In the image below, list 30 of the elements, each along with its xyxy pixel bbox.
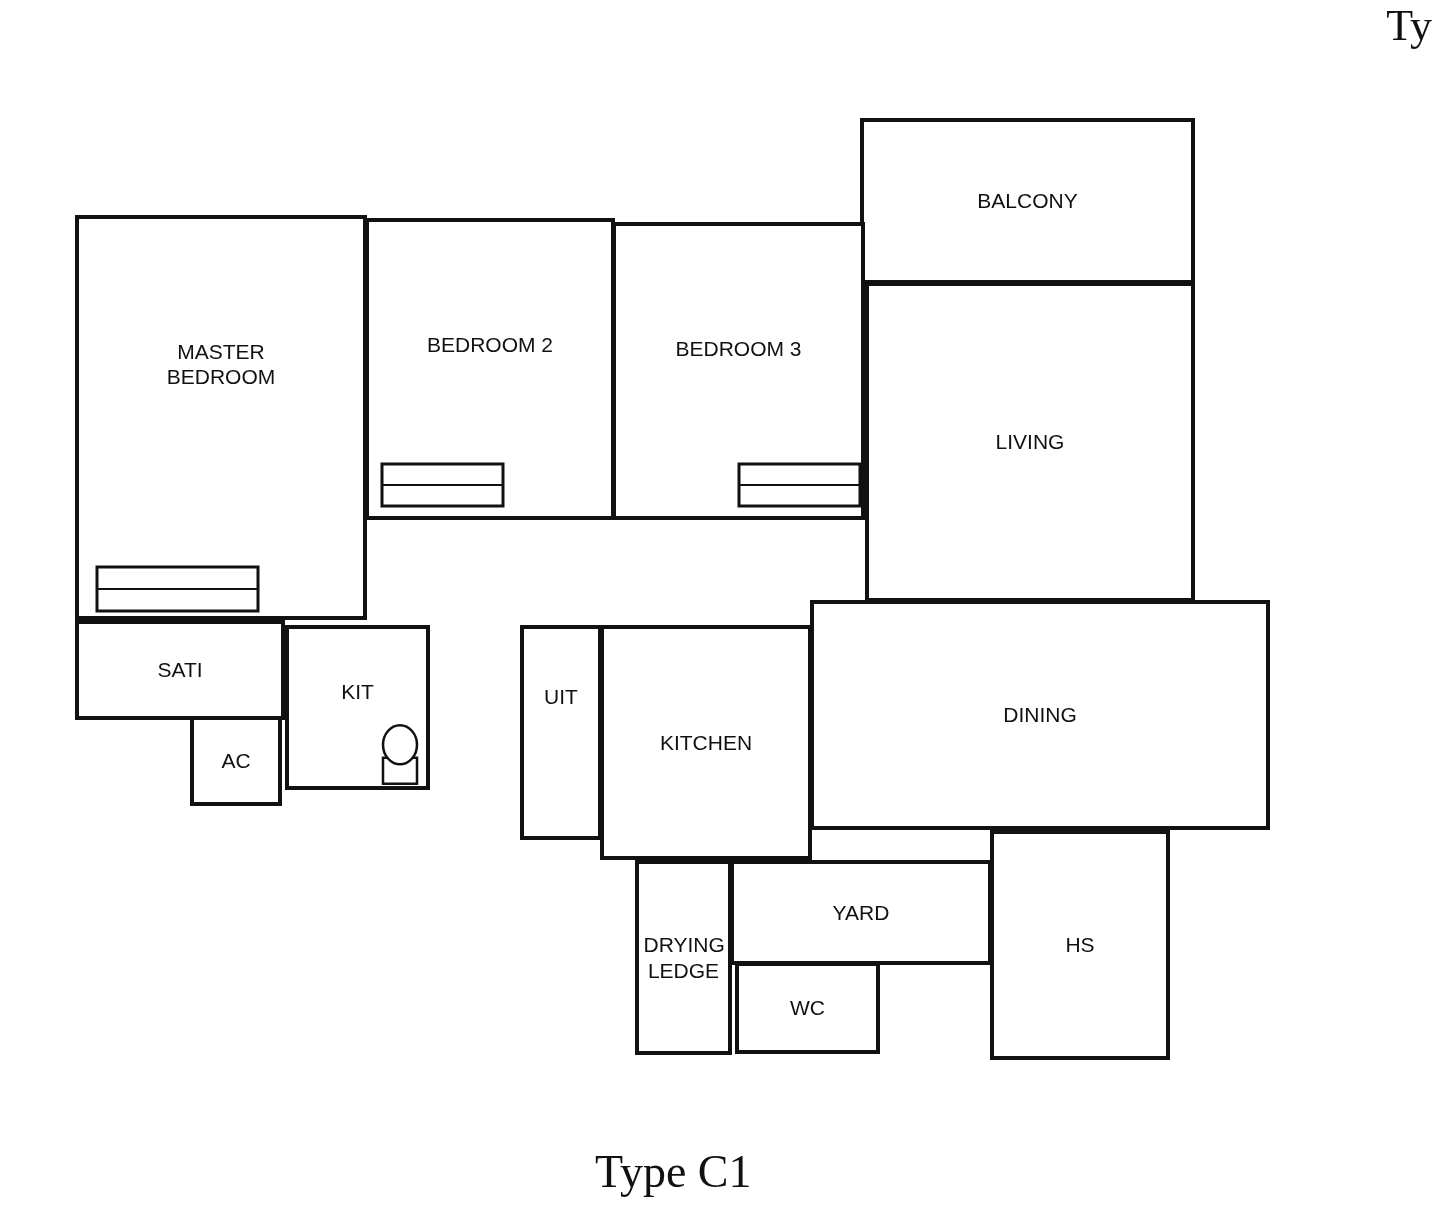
room-label: LIVING bbox=[995, 429, 1065, 455]
yard-area bbox=[730, 860, 992, 965]
room-label: KITCHEN bbox=[659, 729, 753, 756]
room-label: DINING bbox=[1003, 702, 1077, 728]
room-label: BEDROOM 2 bbox=[427, 332, 553, 358]
room-label: YARD bbox=[832, 899, 890, 926]
wc-room bbox=[735, 962, 880, 1054]
room-label: BEDROOM 3 bbox=[675, 336, 802, 362]
room-label: SATI bbox=[157, 657, 203, 683]
kitchen-room bbox=[600, 625, 812, 860]
bedroom-room bbox=[75, 215, 367, 620]
utility-room bbox=[520, 625, 602, 840]
room-label: KIT bbox=[341, 679, 374, 705]
room-label: WC bbox=[790, 995, 825, 1021]
dining-room bbox=[810, 600, 1270, 830]
bedroom-room bbox=[612, 222, 865, 520]
room-label: UIT bbox=[544, 684, 578, 710]
balcony-room bbox=[860, 118, 1195, 284]
bedroom-room bbox=[365, 218, 615, 520]
room-label: BALCONY bbox=[977, 188, 1078, 214]
caption: Type C1 bbox=[595, 1145, 752, 1198]
room-label: MASTER BEDROOM bbox=[165, 339, 277, 390]
drying-ledge bbox=[635, 860, 732, 1055]
room-label: HS bbox=[1065, 932, 1095, 958]
heading: Ty bbox=[1386, 0, 1432, 51]
room-label: AC bbox=[221, 748, 251, 774]
living-room bbox=[865, 282, 1195, 602]
room-label: DRYING LEDGE bbox=[643, 932, 724, 983]
bathroom bbox=[285, 625, 430, 790]
household-shelter-room bbox=[990, 830, 1170, 1060]
